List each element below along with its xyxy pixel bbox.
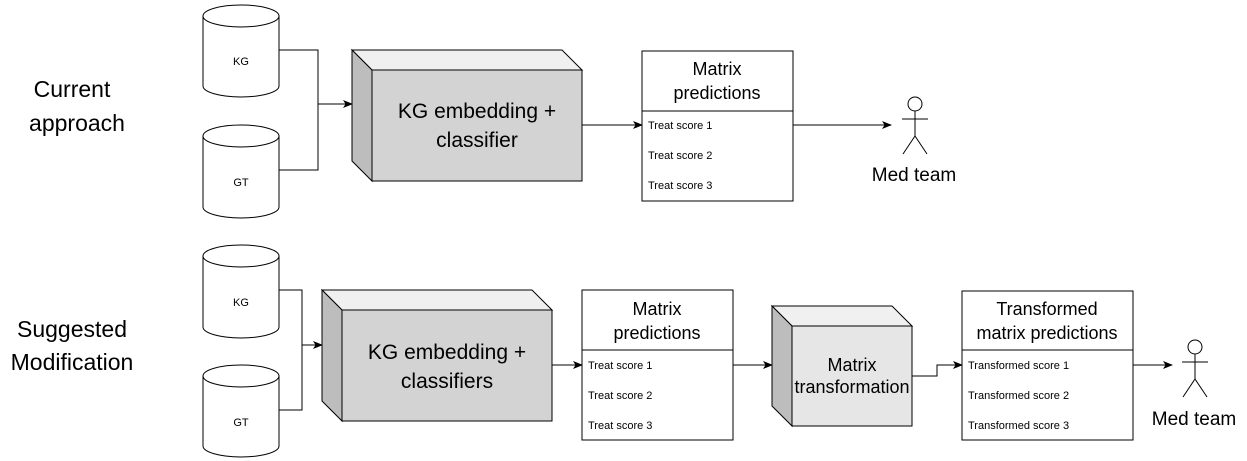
- row-label-line-1: Suggested: [17, 316, 127, 342]
- table-row: Treat score 3: [648, 180, 712, 192]
- row-suggested: Suggested Modification KG GT KG embeddin…: [11, 244, 1236, 458]
- model-box: KG embedding + classifier: [350, 48, 584, 183]
- table-row: Treat score 1: [588, 360, 652, 372]
- med-team-actor-icon: [1182, 339, 1208, 398]
- transformed-predictions-table: Transformed matrix predictions Transform…: [961, 290, 1134, 441]
- database-label: GT: [233, 177, 249, 189]
- table-row: Transformed score 3: [968, 420, 1069, 432]
- model-label-line-2: classifier: [436, 129, 518, 152]
- table-title-line-1: Transformed: [996, 299, 1097, 319]
- gt-database: GT: [202, 364, 280, 458]
- table-title-line-1: Matrix: [693, 59, 742, 79]
- table-row: Treat score 2: [588, 390, 652, 402]
- gt-database: GT: [202, 124, 280, 219]
- database-label: KG: [233, 297, 249, 309]
- merge-connector: [279, 49, 319, 171]
- actor-label: Med team: [1152, 409, 1236, 430]
- predictions-table: Matrix predictions Treat score 1 Treat s…: [641, 50, 794, 202]
- transform-box: Matrix transformation: [770, 304, 914, 428]
- row-label-line-2: Modification: [11, 349, 134, 375]
- database-label: GT: [233, 417, 249, 429]
- table-title-line-1: Matrix: [633, 299, 682, 319]
- actor-label: Med team: [872, 165, 956, 186]
- row-label-line-2: approach: [29, 110, 125, 136]
- table-row: Transformed score 1: [968, 360, 1069, 372]
- kg-database: KG: [202, 244, 280, 339]
- med-team-actor-icon: [902, 96, 928, 155]
- model-box: KG embedding + classifiers: [320, 288, 554, 423]
- arrow-to-transformed: [912, 361, 963, 377]
- table-row: Transformed score 2: [968, 390, 1069, 402]
- table-title-line-2: matrix predictions: [976, 323, 1117, 343]
- table-title-line-2: predictions: [613, 323, 700, 343]
- merge-connector: [279, 289, 303, 411]
- kg-database: KG: [202, 4, 280, 98]
- transform-label-line-1: Matrix: [828, 355, 877, 375]
- model-label-line-2: classifiers: [401, 370, 493, 393]
- predictions-table: Matrix predictions Treat score 1 Treat s…: [581, 289, 734, 441]
- model-label-line-1: KG embedding +: [368, 341, 526, 364]
- table-row: Treat score 1: [648, 120, 712, 132]
- transform-label-line-2: transformation: [794, 377, 909, 397]
- model-label-line-1: KG embedding +: [398, 100, 556, 123]
- table-row: Treat score 2: [648, 150, 712, 162]
- table-title-line-2: predictions: [673, 83, 760, 103]
- row-current: Current approach KG GT KG embedding + cl…: [29, 4, 956, 219]
- database-label: KG: [233, 56, 249, 68]
- row-label-line-1: Current: [34, 76, 111, 102]
- table-row: Treat score 3: [588, 420, 652, 432]
